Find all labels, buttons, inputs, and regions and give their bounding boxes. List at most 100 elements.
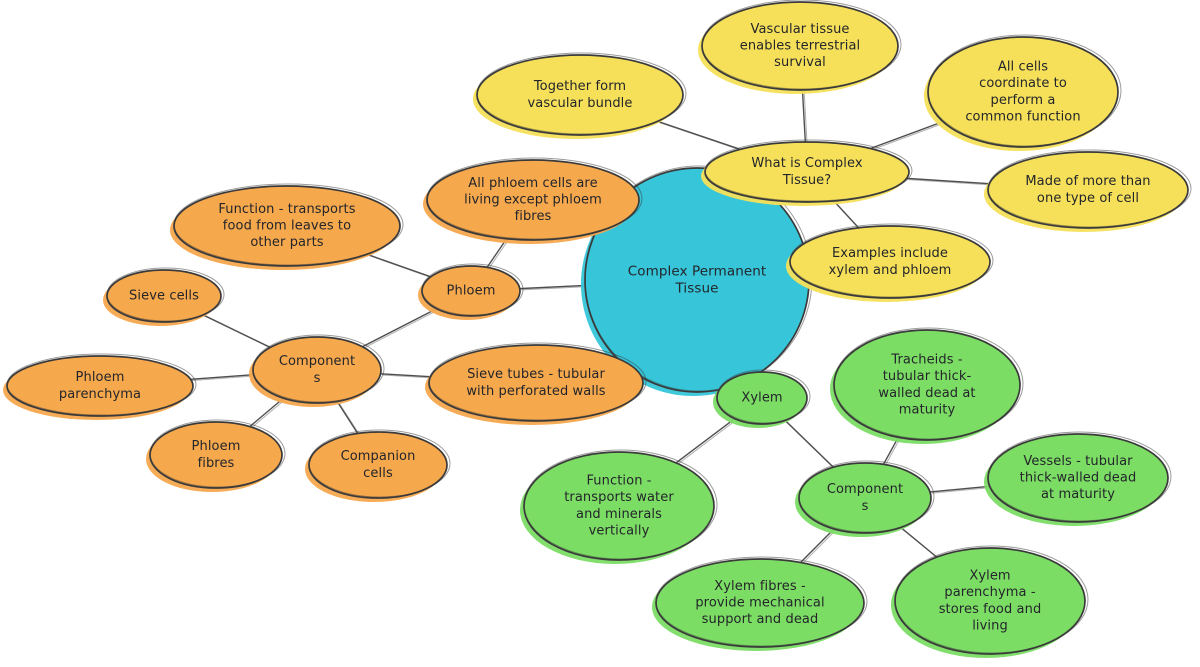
edge-sketch-line: [363, 309, 439, 349]
edge-sketch-line: [902, 528, 939, 559]
edge-comp_xy-xy_par: [900, 526, 938, 558]
edge-sketch-line: [192, 375, 256, 382]
node-outline-sketch: [426, 157, 643, 240]
edge-sketch-line: [884, 438, 901, 466]
node-outline-sketch: [894, 545, 1089, 654]
node-outline-sketch: [798, 460, 935, 533]
edge-phloem-comp_ph: [362, 308, 437, 348]
edge-sketch-line: [786, 421, 836, 469]
edge-sketch-line: [801, 529, 837, 565]
node-outline-sketch: [987, 431, 1172, 522]
node-sieve_cells[interactable]: Sieve cells: [103, 267, 225, 326]
edge-comp_xy-xy_fibres: [800, 528, 835, 563]
edge-what-together: [657, 120, 741, 150]
node-outline-sketch: [428, 342, 647, 421]
edge-what-made: [906, 177, 990, 185]
node-phloem[interactable]: Phloem: [418, 263, 524, 320]
edge-sketch-line: [204, 315, 273, 350]
edge-sketch-line: [835, 201, 861, 230]
node-outline-sketch: [252, 334, 385, 403]
node-outline-sketch: [6, 353, 197, 416]
edge-xylem-comp_xy: [784, 419, 834, 468]
edge-sketch-line: [521, 286, 587, 291]
edge-comp_ph-companion: [336, 400, 359, 434]
edge-xylem-function_xy: [675, 418, 736, 464]
node-outline-sketch: [701, 0, 902, 90]
edges: [190, 89, 992, 565]
node-outline-sketch: [106, 267, 225, 322]
edge-sketch-line: [368, 254, 433, 279]
node-outline-sketch: [173, 183, 404, 266]
edge-sketch-line: [803, 91, 808, 144]
edge-sketch-line: [338, 402, 360, 435]
node-xylem[interactable]: Xylem: [713, 369, 811, 428]
edge-comp_ph-ph_fibres: [249, 397, 285, 428]
node-outline-sketch: [704, 139, 913, 202]
edge-comp_xy-tracheids: [882, 436, 899, 465]
node-outline-sketch: [149, 419, 286, 488]
node-outline-sketch: [789, 223, 994, 298]
node-outline-sketch: [523, 449, 718, 560]
node-outline-sketch: [476, 52, 687, 135]
node-outline-sketch: [833, 327, 1024, 440]
edge-sketch-line: [908, 179, 992, 186]
edge-sketch-line: [488, 239, 509, 269]
edge-phloem-center: [519, 284, 586, 290]
node-outline-sketch: [421, 263, 524, 316]
node-outline-sketch: [927, 34, 1122, 147]
node-label: Xylem: [741, 391, 782, 406]
node-label: Sieve cells: [129, 289, 199, 304]
node-outline-sketch: [308, 429, 451, 498]
edge-sketch-line: [251, 398, 286, 429]
edge-sketch-line: [677, 419, 737, 465]
node-label: Phloem: [447, 284, 496, 299]
node-outline-sketch: [987, 149, 1192, 228]
edge-sketch-line: [871, 122, 945, 151]
edge-phloem-allphloem: [486, 238, 508, 268]
edge-comp_ph-sieve_cells: [202, 314, 271, 349]
edge-comp_ph-sieve_tubes: [380, 373, 431, 378]
edge-comp_xy-vessels: [929, 485, 990, 493]
edge-sketch-line: [659, 122, 743, 152]
edge-what-vascular: [801, 89, 807, 143]
edge-what-allcells: [870, 120, 944, 150]
